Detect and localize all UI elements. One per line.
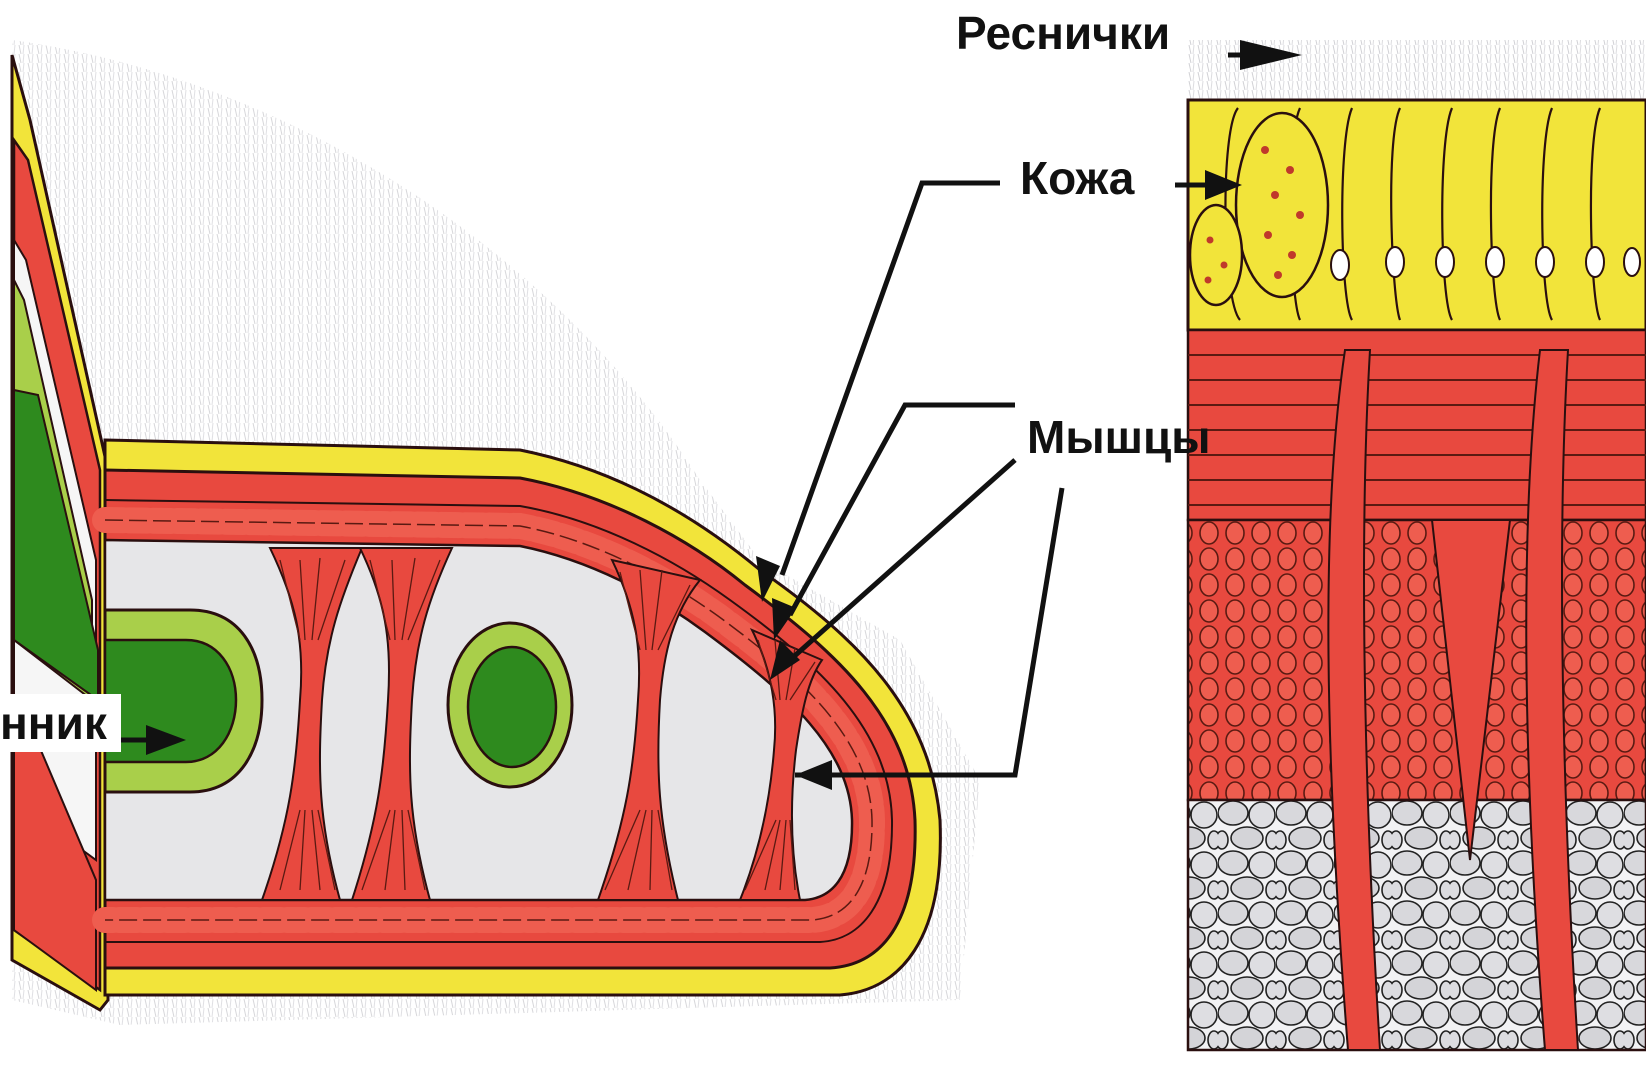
label-intestine: нник	[0, 694, 121, 752]
parenchyma-layer	[1188, 800, 1646, 1050]
intestine-lumen-middle	[468, 647, 556, 767]
outer-muscle-layer	[1188, 330, 1646, 520]
inner-muscle-cell-layer	[1188, 520, 1646, 800]
label-skin: Кожа	[1020, 155, 1134, 201]
label-muscles: Мышцы	[1027, 414, 1211, 460]
label-cilia: Реснички	[956, 10, 1170, 56]
